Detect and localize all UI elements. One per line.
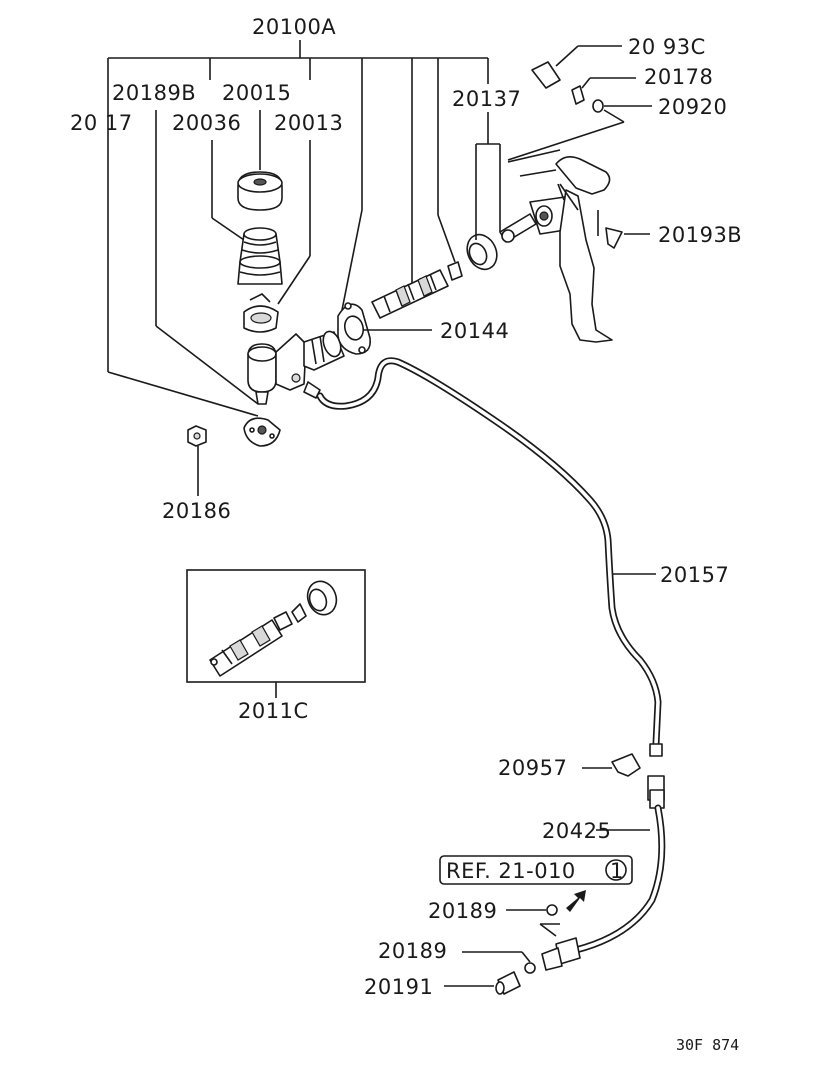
master-cylinder-body — [247, 330, 345, 405]
label-20137: 20137 — [452, 87, 521, 111]
label-20191: 20191 — [364, 975, 433, 999]
label-20189B: 20189B — [112, 81, 196, 105]
label-20189-b: 20189 — [378, 939, 447, 963]
label-2011C: 2011C — [238, 699, 309, 723]
label-20013: 20013 — [274, 111, 343, 135]
reservoir-diaphragm — [239, 227, 281, 263]
clip-20957 — [582, 753, 641, 777]
boot-20137 — [466, 233, 498, 271]
reference-text: REF. 21-010 — [446, 859, 576, 883]
label-20100A: 20100A — [252, 15, 336, 39]
label-20920: 20920 — [658, 95, 727, 119]
reference-arrow-icon — [566, 890, 586, 912]
reservoir-body — [237, 255, 283, 285]
assembly-bracket-20100A — [107, 40, 489, 417]
label-20957: 20957 — [498, 756, 567, 780]
washer-20189-lower — [462, 951, 536, 974]
washer-20189 — [506, 904, 560, 937]
label-20144: 20144 — [440, 319, 509, 343]
label-20017: 20 17 — [70, 111, 133, 135]
repair-kit-box — [186, 569, 366, 683]
clutch-pedal — [507, 149, 613, 343]
reference-circle-number: 1 — [610, 859, 624, 883]
label-20193B: 20193B — [658, 223, 742, 247]
reference-box — [439, 855, 633, 885]
part-20193C — [531, 45, 622, 89]
cylinder-outlet-fitting — [303, 381, 321, 399]
leaders-left — [155, 110, 311, 405]
reservoir-clamp — [243, 293, 279, 333]
label-20015: 20015 — [222, 81, 291, 105]
label-20157: 20157 — [660, 563, 729, 587]
label-20193C: 20 93C — [628, 35, 706, 59]
bolt-20191 — [444, 971, 521, 995]
pipe-20157 — [316, 357, 663, 757]
label-20189-a: 20189 — [428, 899, 497, 923]
pedal-stopper-20193B — [605, 227, 650, 249]
piston-assembly — [371, 261, 463, 319]
nut-20186 — [187, 425, 207, 496]
mounting-plate — [243, 417, 281, 447]
label-20425: 20425 — [542, 819, 611, 843]
label-20036: 20036 — [172, 111, 241, 135]
reservoir-cap — [237, 171, 283, 211]
gasket-20144 — [337, 302, 372, 355]
drawing-code: 30F 874 — [676, 1036, 739, 1054]
part-20178 — [571, 77, 636, 105]
part-20920 — [507, 99, 652, 161]
label-20186: 20186 — [162, 499, 231, 523]
label-20178: 20178 — [644, 65, 713, 89]
hose-20425 — [541, 775, 666, 971]
